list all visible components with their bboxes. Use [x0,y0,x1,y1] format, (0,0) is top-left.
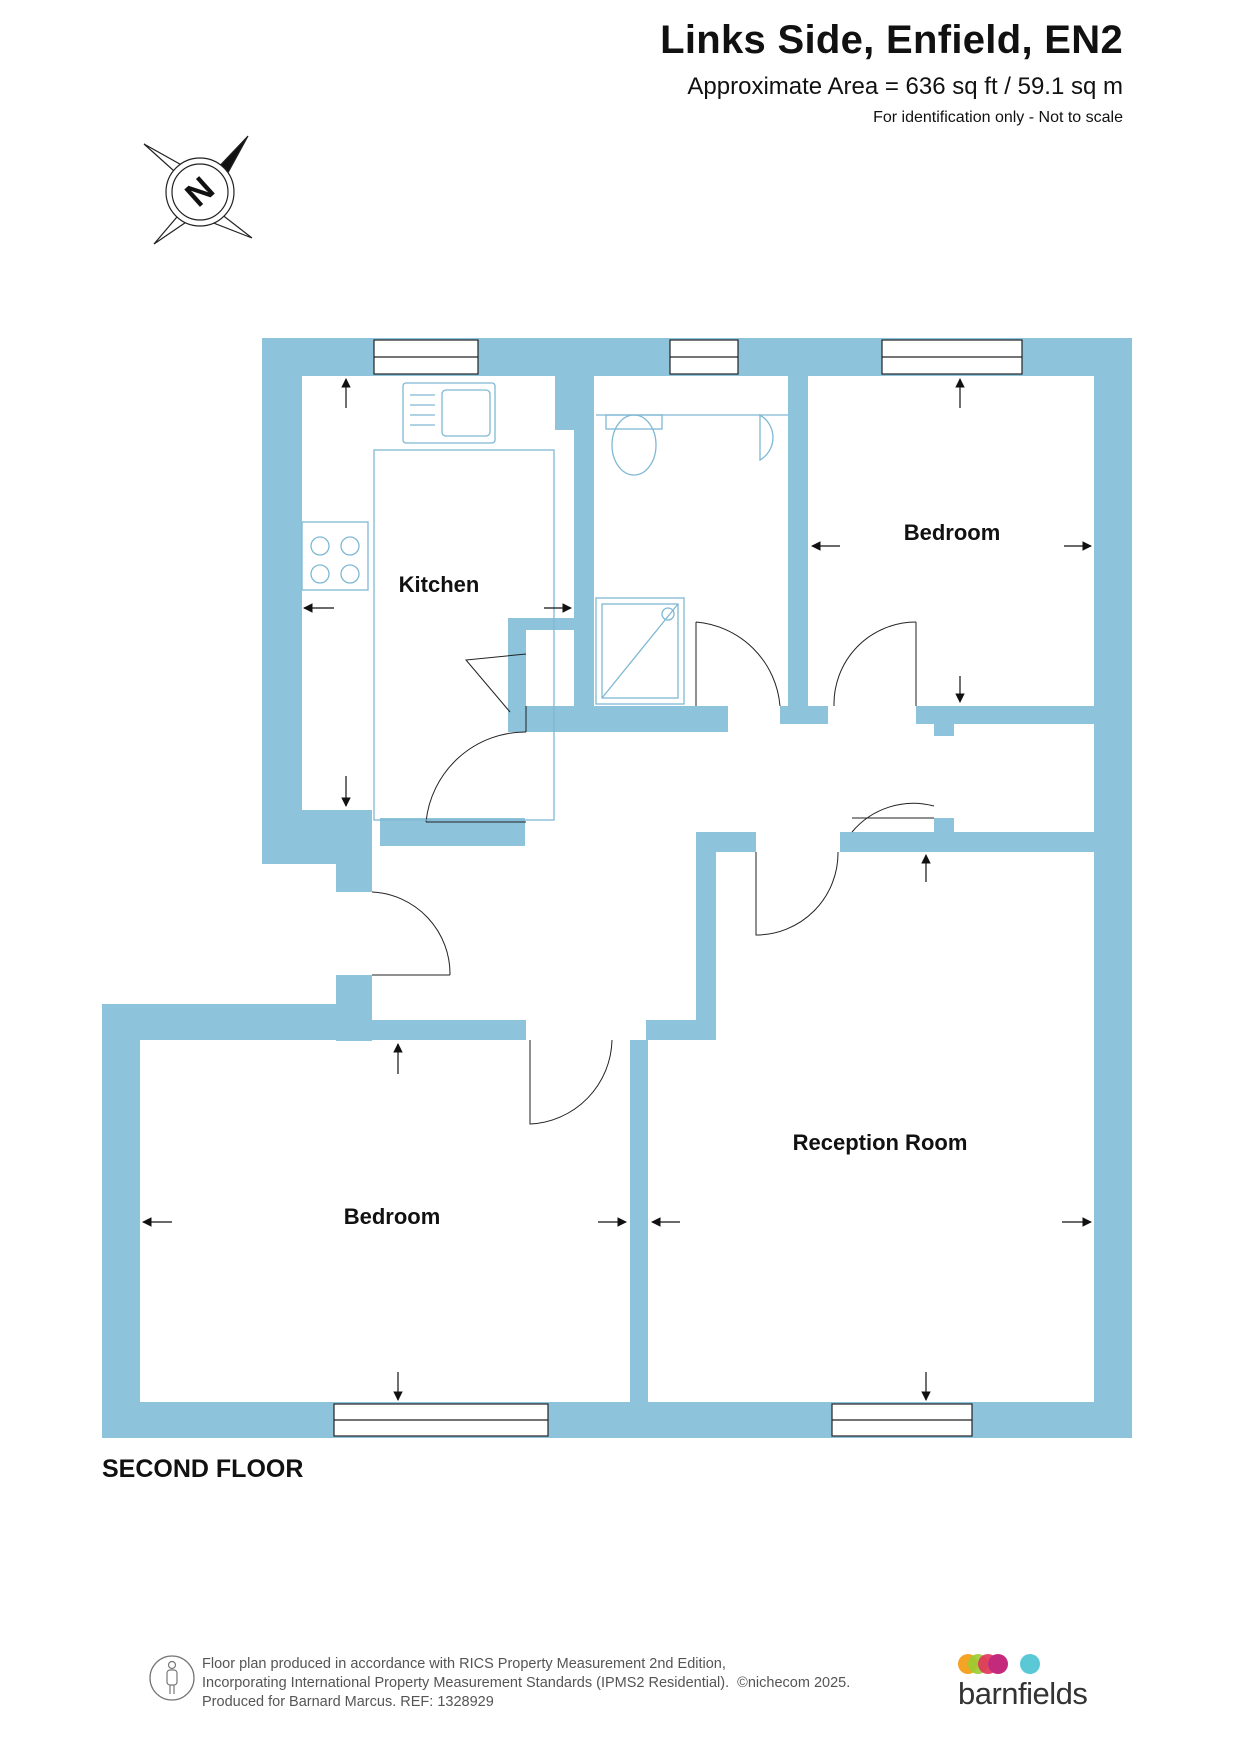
left-lower-wall [102,1004,140,1438]
bedroom-top-door [833,621,917,707]
left-upper-wall [262,338,302,864]
hall-door-jamb-top [336,850,372,892]
approximate-area: Approximate Area = 636 sq ft / 59.1 sq m [687,73,1123,100]
header: Links Side, Enfield, EN2 Approximate Are… [660,18,1123,127]
walls [102,338,1132,1438]
room-label-bedroom-top: Bedroom [904,520,1001,545]
cupboard-door [851,802,935,833]
room-label-kitchen: Kitchen [399,572,480,597]
hall-bedroom-wall [372,1020,526,1040]
hall-door-jamb-bottom [336,975,372,1041]
bedroom-top-left-wall [102,1004,372,1040]
floor-label: SECOND FLOOR [102,1455,304,1483]
bath-door [695,621,781,707]
hall-reception-wall [696,832,716,1040]
bedroom-reception-wall [630,1040,648,1402]
sink-icon [402,382,496,444]
cupboard-left-wall [508,618,526,732]
windows [333,339,1023,1437]
hob-icon [301,521,369,591]
logo-wordmark: barnfields [958,1676,1088,1711]
footer-text: Floor plan produced in accordance with R… [202,1655,850,1712]
kitchen-counter [373,449,555,821]
kitchen-bath-wall [574,376,594,706]
person-scale-icon [149,1655,195,1701]
hall-door [371,891,451,976]
shower-icon [595,597,685,705]
toilet-icon [611,414,657,476]
cupboard-door-small [465,653,527,713]
kitchen-door-jamb [508,818,525,846]
reception-top-wall [840,832,1094,852]
basin-icon [759,413,774,462]
kitchen-stub-wall [555,376,575,430]
reception-door [755,851,839,936]
bedroom-door-jamb [808,706,828,724]
footer-line-1: Floor plan produced in accordance with R… [202,1656,726,1672]
bottom-wall [102,1402,1132,1438]
property-title: Links Side, Enfield, EN2 [660,18,1123,62]
kitchen-bottom-wall [380,818,525,846]
compass-icon: N [143,135,253,245]
cupboard2-stub [934,706,954,736]
footer: Floor plan produced in accordance with R… [148,1653,1148,1713]
dimension-arrows [142,378,1092,1401]
right-wall [1094,338,1132,1438]
kitchen-door [425,706,527,823]
footer-line-2: Incorporating International Property Mea… [202,1675,730,1691]
bath-bedroom-wall [788,376,808,724]
hall-reception-bottom [646,1020,716,1040]
bedroom-bottom-door [529,1039,613,1125]
barnfields-logo: barnfields [958,1654,1088,1714]
door-swings [371,621,935,1125]
room-label-reception: Reception Room [793,1130,968,1155]
scale-note: For identification only - Not to scale [873,109,1123,126]
footer-copyright: ©nichecom 2025. [737,1675,851,1691]
footer-line-3: Produced for Barnard Marcus. REF: 132892… [202,1694,494,1710]
bedroom-bottom-wall [916,706,1094,724]
room-label-bedroom-bottom: Bedroom [344,1204,441,1229]
fixtures [301,382,788,821]
bath-bottom-wall [508,706,728,732]
